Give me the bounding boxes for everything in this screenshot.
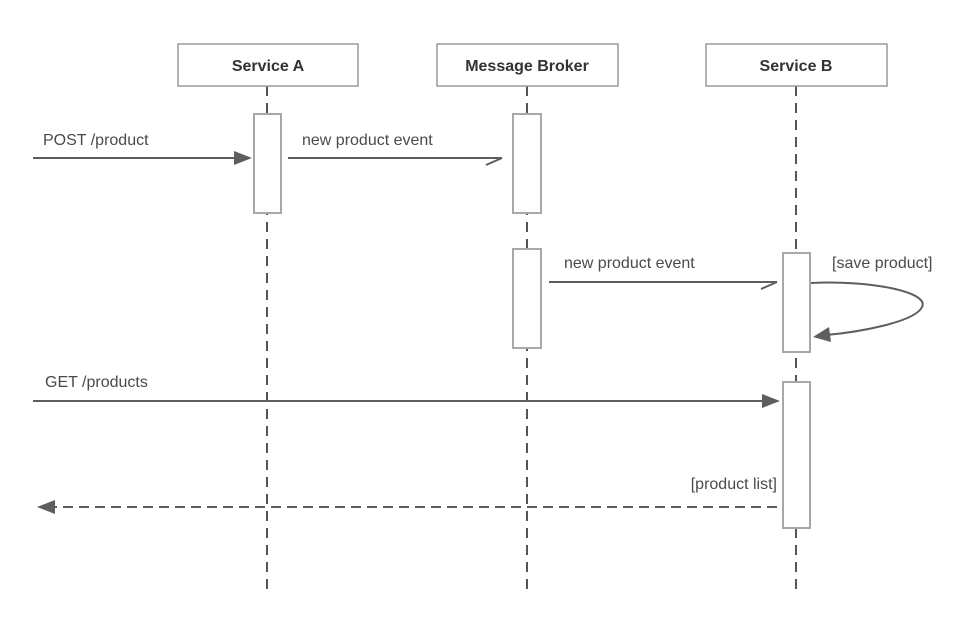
participant-service-a: Service A xyxy=(177,43,359,87)
participant-label-message-broker: Message Broker xyxy=(465,58,589,75)
message-product-list: [product list] xyxy=(37,476,777,514)
activation-broker-1 xyxy=(512,113,542,214)
participant-label-service-b: Service B xyxy=(760,58,833,75)
activation-service-b-2 xyxy=(782,381,811,529)
arrowhead-filled xyxy=(234,151,252,165)
participant-message-broker: Message Broker xyxy=(436,43,619,87)
activation-broker-2 xyxy=(512,248,542,349)
activation-service-b-1 xyxy=(782,252,811,353)
message-label-post-product: POST /product xyxy=(43,132,149,149)
arrowhead-open xyxy=(760,281,778,290)
message-label-new-product-event-2: new product event xyxy=(564,255,695,272)
arrowhead-filled xyxy=(37,500,55,514)
arrowhead-open xyxy=(485,157,503,166)
message-label-product-list: [product list] xyxy=(691,476,777,493)
message-save-product: [save product] xyxy=(810,255,933,342)
arrowhead-filled xyxy=(813,327,831,342)
activation-service-a xyxy=(253,113,282,214)
participant-service-b: Service B xyxy=(705,43,888,87)
message-new-product-event-1: new product event xyxy=(288,132,503,166)
message-post-product: POST /product xyxy=(33,132,252,165)
message-get-products: GET /products xyxy=(33,374,780,408)
participant-label-service-a: Service A xyxy=(232,58,305,75)
arrowhead-filled xyxy=(762,394,780,408)
message-label-new-product-event-1: new product event xyxy=(302,132,433,149)
message-new-product-event-2: new product event xyxy=(549,255,778,290)
message-label-get-products: GET /products xyxy=(45,374,148,391)
message-label-save-product: [save product] xyxy=(832,255,933,272)
